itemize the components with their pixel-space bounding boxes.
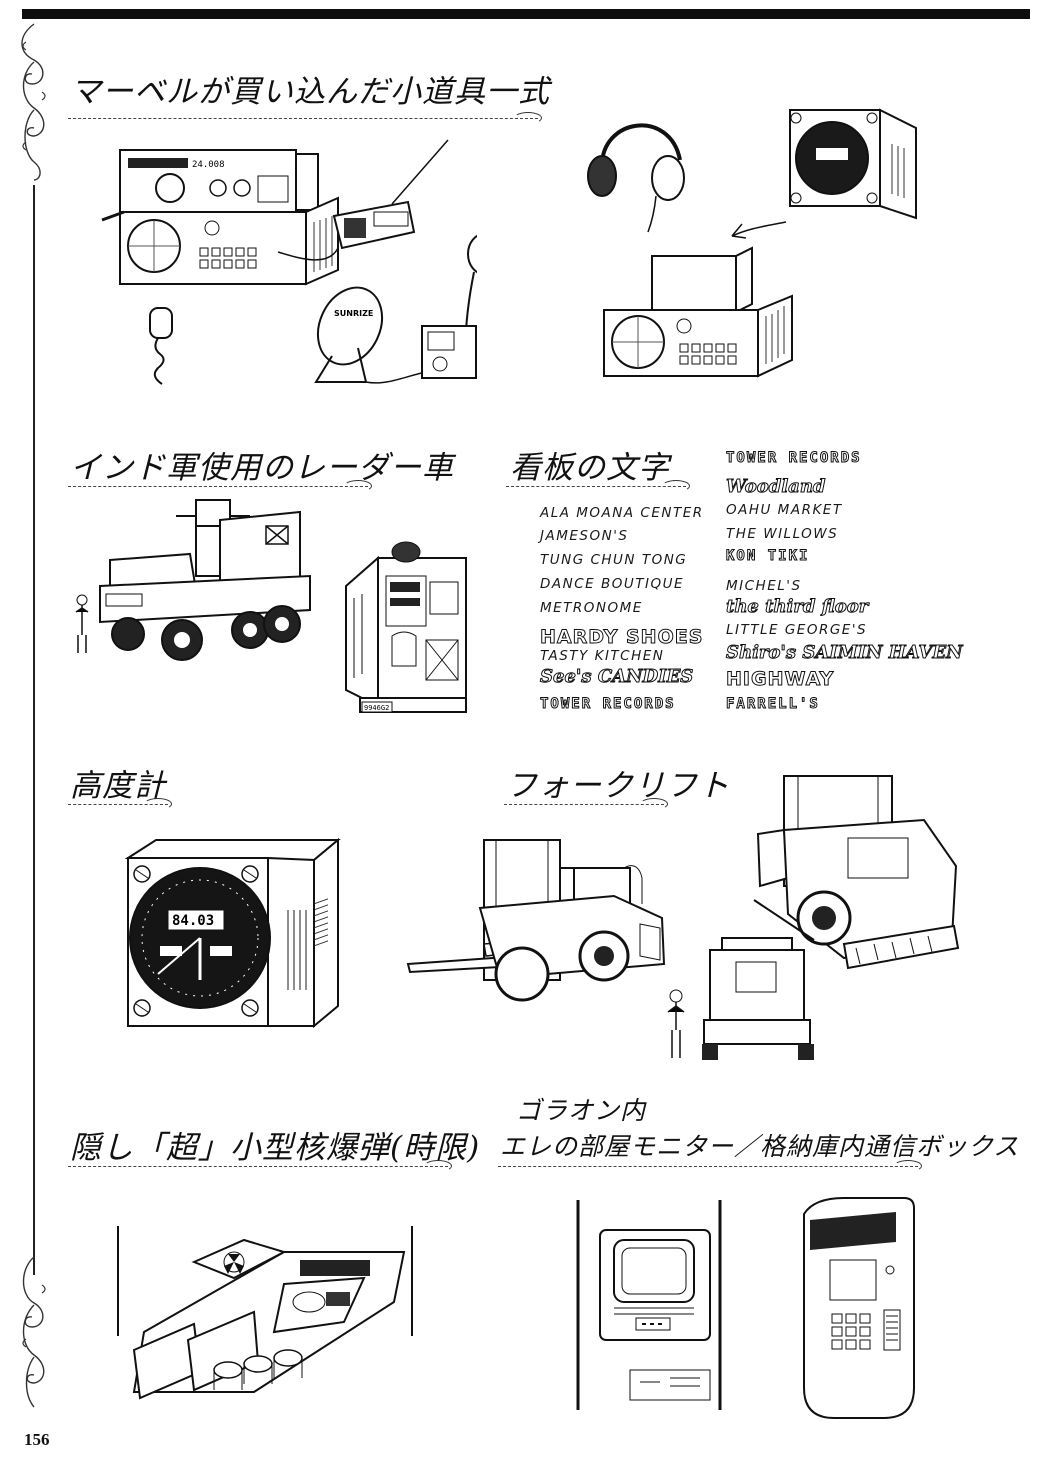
sign-metronome: METRONOME xyxy=(540,600,643,616)
monitor-and-comm-box-illustration xyxy=(570,1190,930,1430)
top-left-flourish xyxy=(14,22,54,182)
dish-brand-label: SUNRIZE xyxy=(334,309,373,318)
radar-truck-illustration: 9946G2 xyxy=(70,490,480,730)
forklift-heading: フォークリフト xyxy=(506,768,730,804)
signs-right-column: TOWER RECORDS Woodland OAHU MARKET THE W… xyxy=(726,450,964,722)
sign-woodland: Woodland xyxy=(726,476,827,498)
nuclear-bomb-illustration xyxy=(104,1222,424,1422)
sign-kon-tiki: KON TIKI xyxy=(726,548,810,565)
sign-tasty-kitchen: TASTY KITCHEN xyxy=(540,648,665,664)
sign-the-willows: THE WILLOWS xyxy=(726,526,839,542)
sign-tower-records-right: TOWER RECORDS xyxy=(726,450,862,467)
page-number: 156 xyxy=(24,1430,50,1449)
sign-little-georges: LITTLE GEORGE'S xyxy=(726,622,868,638)
forklift-heading-underline xyxy=(504,798,668,810)
altimeter-illustration: 84.03 xyxy=(118,830,348,1040)
bomb-heading-underline xyxy=(68,1160,452,1172)
radar-truck-heading: インド軍使用のレーダー車 xyxy=(70,450,454,486)
signs-left-column: ALA MOANA CENTER JAMESON'S TUNG CHUN TON… xyxy=(540,505,704,720)
altimeter-heading: 高度計 xyxy=(70,768,166,804)
sign-oahu-market: OAHU MARKET xyxy=(726,502,843,518)
sign-jamesons: JAMESON'S xyxy=(540,528,629,544)
radio-display-readout: 24.008 xyxy=(192,160,225,170)
radio-equipment-illustration: 24.008 SUNRIZE xyxy=(92,130,477,400)
truck-plate-label: 9946G2 xyxy=(364,704,389,712)
headphones-altimeter-radar-illustration xyxy=(580,98,940,398)
sign-third-floor: the third floor xyxy=(726,596,869,618)
signs-heading-underline xyxy=(506,480,690,492)
sign-michels: MICHEL'S xyxy=(726,578,802,594)
forklift-illustration xyxy=(404,768,964,1068)
sign-dance-boutique: DANCE BOUTIQUE xyxy=(540,576,685,592)
sign-hardy-shoes: HARDY SHOES xyxy=(540,626,704,649)
radar-truck-heading-underline xyxy=(68,480,372,492)
goraon-heading-underline xyxy=(498,1160,922,1172)
sign-tower-records-left: TOWER RECORDS xyxy=(540,696,676,713)
altimeter-heading-underline xyxy=(68,798,172,810)
sign-tung-chun-tong: TUNG CHUN TONG xyxy=(540,552,688,568)
props-heading: マーベルが買い込んだ小道具一式 xyxy=(70,74,550,110)
sign-sees-candies: See's CANDIES xyxy=(540,666,694,688)
bottom-left-flourish xyxy=(14,1255,54,1415)
signs-heading: 看板の文字 xyxy=(510,450,670,486)
props-heading-underline xyxy=(68,112,542,124)
sign-ala-moana: ALA MOANA CENTER xyxy=(540,505,704,521)
sign-highway: HIGHWAY xyxy=(726,668,835,691)
altimeter-reading: 84.03 xyxy=(172,913,214,929)
goraon-heading: ゴラオン内 xyxy=(516,1096,647,1125)
sign-shiros-saimin: Shiro's SAIMIN HAVEN xyxy=(726,642,964,664)
sign-farrells: FARRELL'S xyxy=(726,696,820,713)
bomb-heading: 隠し「超」小型核爆弾(時限) xyxy=(70,1130,481,1166)
top-black-bar xyxy=(22,9,1030,19)
goraon-subheading: エレの部屋モニター／格納庫内通信ボックス xyxy=(500,1132,1020,1161)
left-margin-rule xyxy=(33,185,35,1275)
